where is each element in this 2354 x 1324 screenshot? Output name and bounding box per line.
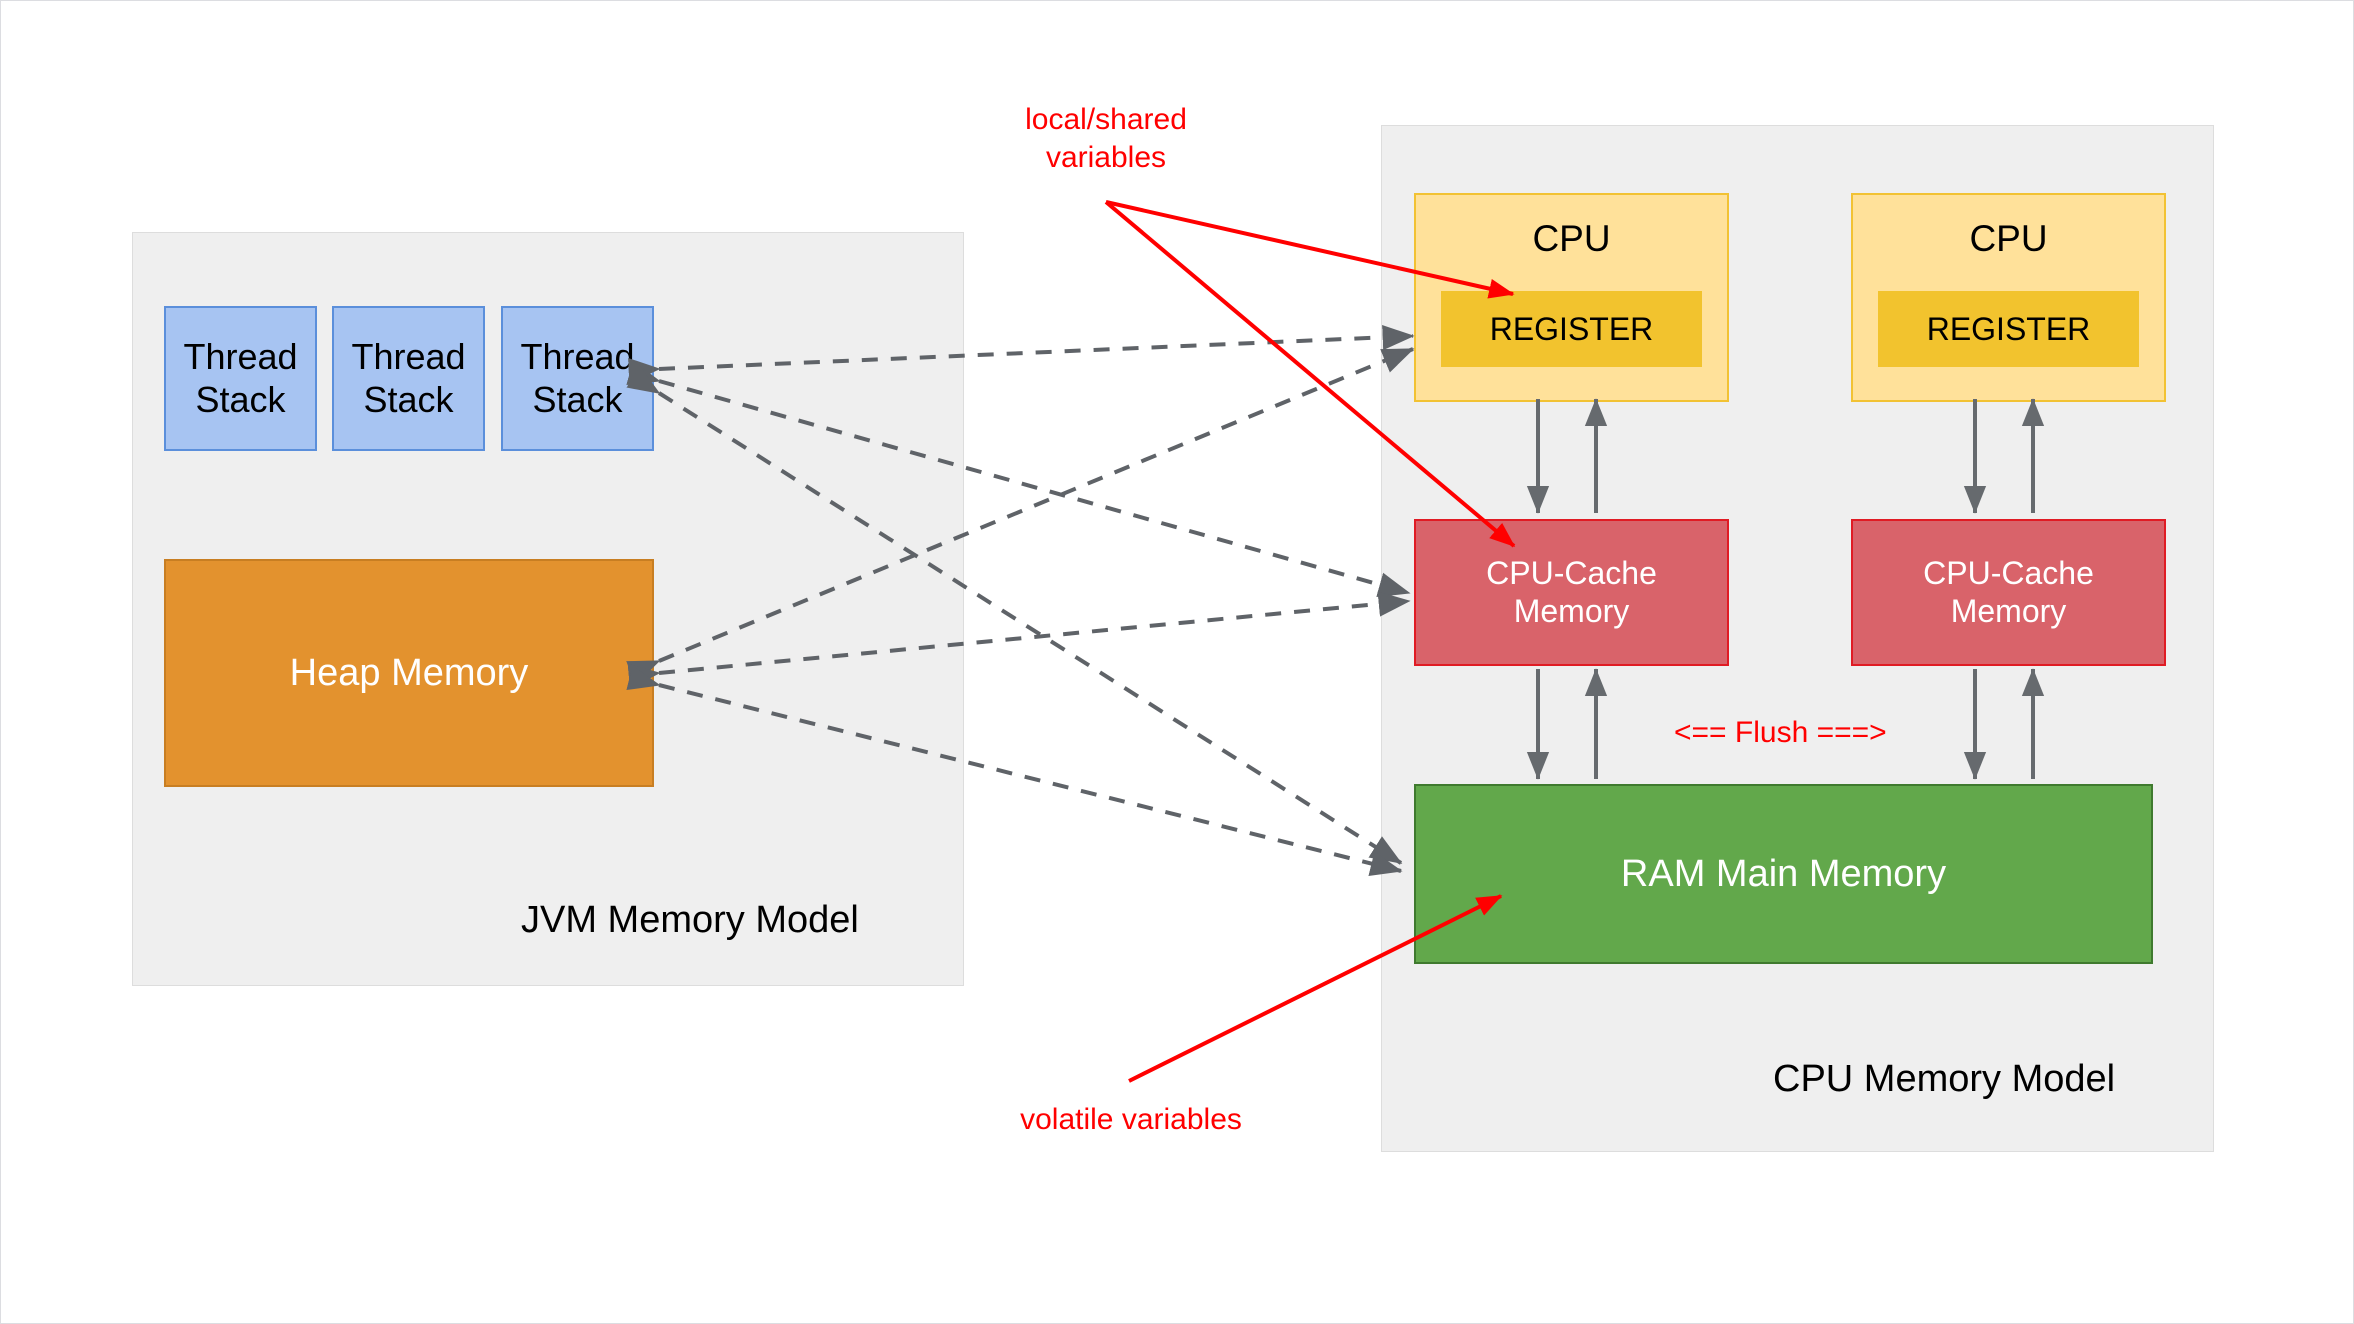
cpu-register-1[interactable]: REGISTER bbox=[1441, 291, 1702, 367]
flush-label: <== Flush ===> bbox=[1674, 716, 1887, 749]
annotation-volatile-variables: volatile variables bbox=[1020, 1103, 1242, 1136]
jvm-panel-caption: JVM Memory Model bbox=[521, 899, 859, 941]
cpu-register-2[interactable]: REGISTER bbox=[1878, 291, 2139, 367]
heap-memory-box[interactable]: Heap Memory bbox=[164, 559, 654, 787]
cpu-panel-caption: CPU Memory Model bbox=[1773, 1058, 2116, 1100]
ram-main-memory-box[interactable]: RAM Main Memory bbox=[1414, 784, 2153, 964]
